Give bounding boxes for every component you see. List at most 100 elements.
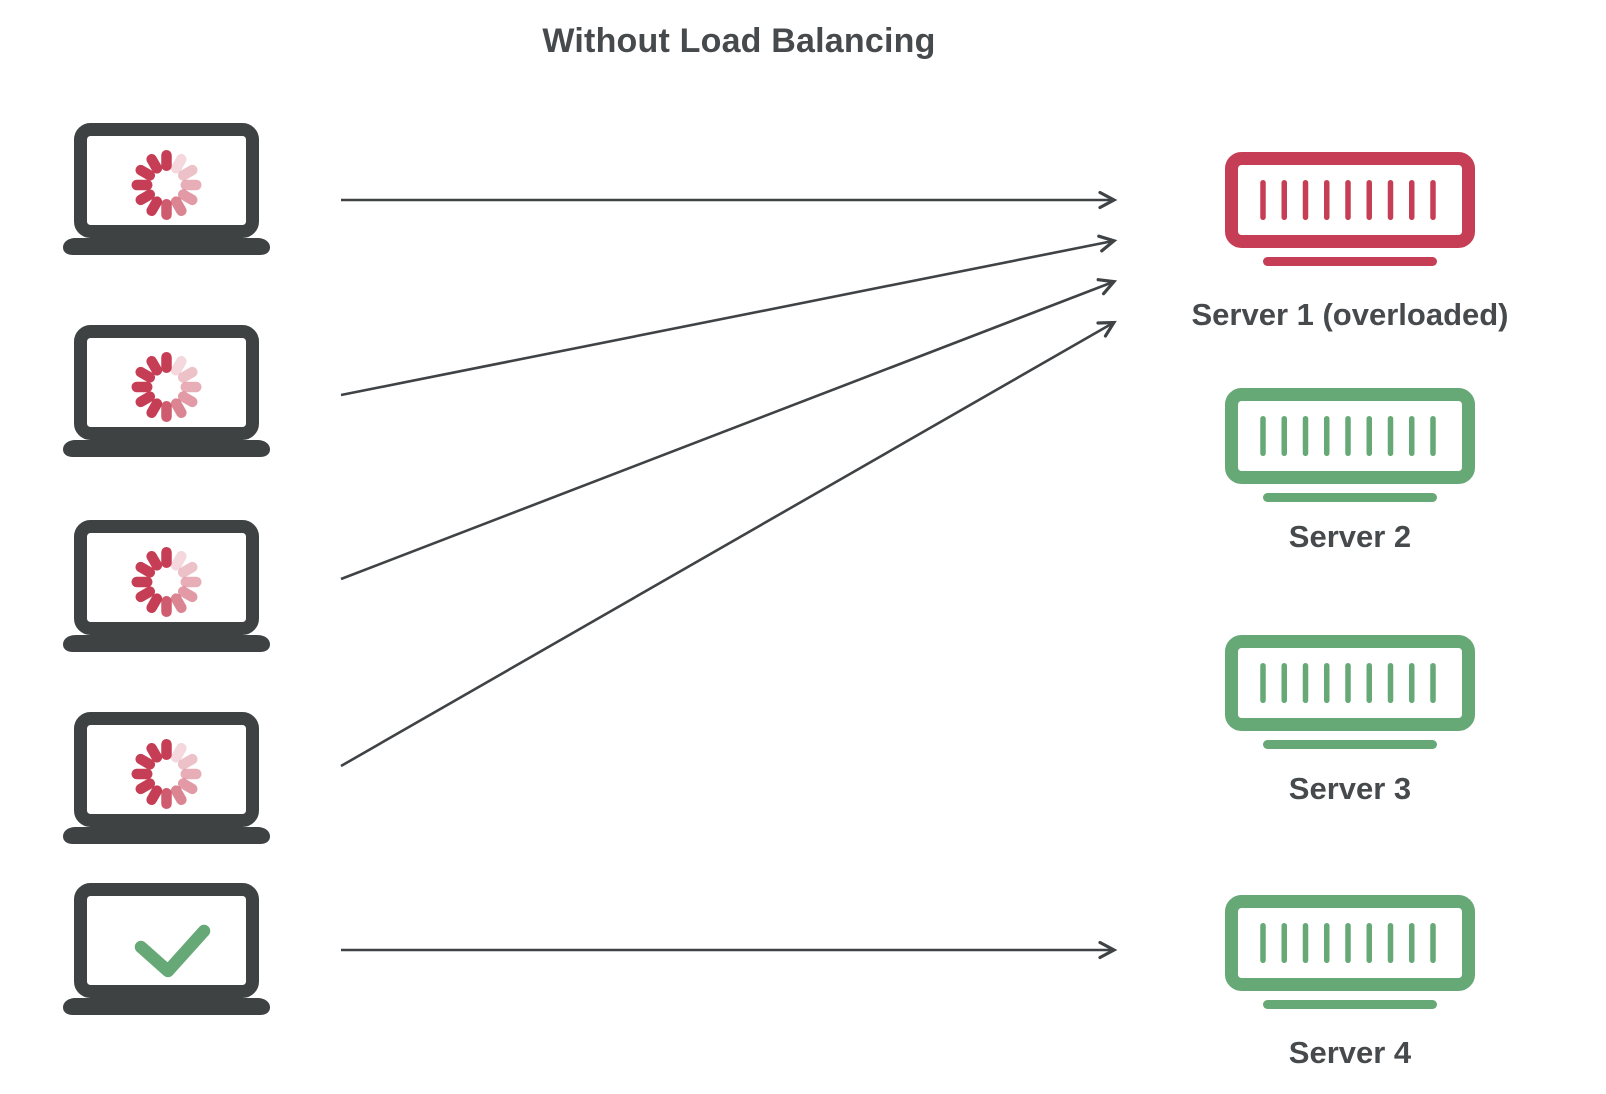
server-icon	[1225, 895, 1475, 1009]
laptop-base	[63, 635, 270, 652]
spinner-segment	[177, 561, 198, 578]
server-slot	[1366, 416, 1372, 456]
laptop-icon	[63, 883, 270, 1015]
server-slot	[1302, 923, 1309, 963]
laptop-base	[63, 440, 270, 457]
server-slot	[1281, 663, 1287, 703]
server-slot	[1387, 180, 1394, 220]
server-label: Server 1 (overloaded)	[1191, 297, 1509, 332]
spinner-segment	[135, 586, 156, 603]
server-slot	[1409, 180, 1415, 220]
server-icon	[1225, 152, 1475, 266]
laptop-base	[63, 998, 270, 1015]
spinner-segment	[180, 381, 202, 393]
spinner-segment	[161, 788, 172, 809]
server-3: Server 3	[1170, 635, 1530, 804]
server-icon	[1225, 635, 1475, 749]
spinner-segment	[131, 768, 153, 780]
server-slot	[1260, 923, 1266, 963]
laptop-icon	[63, 712, 270, 844]
server-slot	[1409, 416, 1415, 456]
spinner-segment	[161, 401, 172, 422]
laptop-screen	[74, 712, 259, 827]
server-icon	[1225, 388, 1475, 502]
server-slot	[1302, 663, 1309, 703]
spinner-segment	[146, 742, 163, 763]
spinner-segment	[135, 753, 156, 770]
spinner-icon	[131, 352, 202, 422]
client-laptop-3	[63, 520, 270, 652]
spinner-segment	[131, 179, 153, 191]
server-label: Server 4	[1288, 1035, 1412, 1070]
diagram-title: Without Load Balancing	[542, 22, 936, 60]
server-slot	[1281, 923, 1287, 963]
spinner-segment	[161, 199, 172, 220]
server-slot	[1260, 663, 1266, 703]
spinner-icon	[131, 739, 202, 809]
client-laptop-4	[63, 712, 270, 844]
spinner-segment	[170, 785, 187, 806]
spinner-segment	[180, 179, 202, 191]
spinner-segment	[177, 391, 198, 408]
server-slot	[1409, 663, 1415, 703]
spinner-segment	[177, 753, 198, 770]
spinner-segment	[146, 593, 163, 614]
spinner-segment	[135, 778, 156, 795]
laptop-screen	[74, 123, 259, 238]
spinner-segment	[161, 150, 172, 171]
server-slot	[1260, 180, 1266, 220]
spinner-segment	[170, 550, 187, 571]
spinner-segment	[177, 164, 198, 181]
spinner-icon	[131, 150, 202, 220]
spinner-segment	[161, 547, 172, 568]
spinner-segment	[135, 189, 156, 206]
spinner-segment	[161, 596, 172, 617]
server-label: Server 3	[1288, 771, 1412, 806]
server-slot	[1430, 923, 1436, 963]
server-slot	[1281, 416, 1287, 456]
spinner-segment	[135, 561, 156, 578]
spinner-segment	[170, 398, 187, 419]
server-slot	[1366, 180, 1372, 220]
server-slot	[1302, 180, 1309, 220]
spinner-segment	[146, 785, 163, 806]
server-slot	[1260, 416, 1266, 456]
server-base	[1263, 493, 1437, 502]
laptop-screen	[74, 883, 259, 998]
server-slot	[1345, 180, 1351, 220]
spinner-segment	[170, 742, 187, 763]
spinner-segment	[170, 593, 187, 614]
server-slot	[1430, 180, 1436, 220]
laptop-base	[63, 238, 270, 255]
server-1: Server 1 (overloaded)	[1170, 152, 1530, 330]
server-slot	[1387, 663, 1394, 703]
server-slot	[1387, 416, 1394, 456]
server-slot	[1430, 663, 1436, 703]
laptop-base	[63, 827, 270, 844]
spinner-segment	[146, 196, 163, 217]
server-slot	[1281, 180, 1287, 220]
spinner-segment	[146, 355, 163, 376]
spinner-segment	[177, 778, 198, 795]
spinner-segment	[177, 586, 198, 603]
server-base	[1263, 1000, 1437, 1009]
server-slot	[1324, 180, 1330, 220]
spinner-segment	[161, 739, 172, 760]
client-laptop-2	[63, 325, 270, 457]
server-slot	[1409, 923, 1415, 963]
spinner-segment	[135, 366, 156, 383]
spinner-segment	[170, 153, 187, 174]
spinner-segment	[146, 153, 163, 174]
server-slot	[1387, 923, 1394, 963]
server-slot	[1366, 923, 1372, 963]
server-slot	[1366, 663, 1372, 703]
spinner-segment	[170, 196, 187, 217]
server-2: Server 2	[1170, 388, 1530, 552]
spinner-segment	[135, 164, 156, 181]
spinner-segment	[146, 550, 163, 571]
spinner-segment	[131, 576, 153, 588]
client-laptop-5	[63, 883, 270, 1015]
server-slot	[1345, 416, 1351, 456]
